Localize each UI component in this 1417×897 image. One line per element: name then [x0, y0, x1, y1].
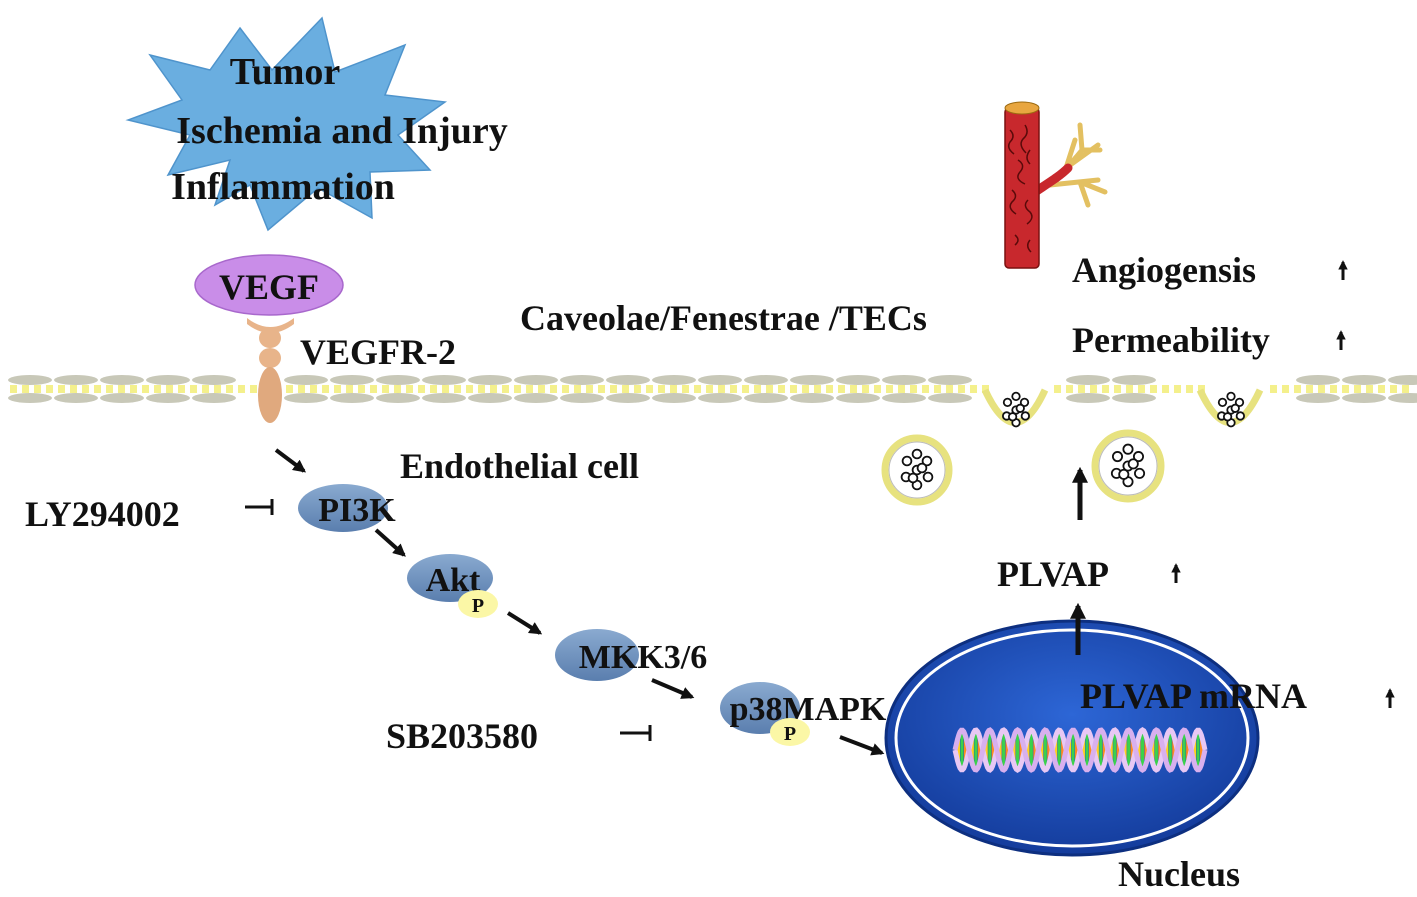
inhibitor-sb203580: SB203580 [386, 716, 652, 756]
vessel-top [1004, 101, 1040, 115]
akt-ellipse [407, 554, 493, 602]
cell-membrane [8, 375, 1417, 403]
kinase-p38mapk: p38MAPK P [720, 682, 887, 746]
p38-phospho-label: P [784, 723, 796, 745]
caveola-pit-1 [981, 388, 1049, 428]
vesicle-left [881, 434, 953, 506]
receptor-bead-1 [259, 328, 281, 348]
vegfr2-receptor: VEGFR-2 [247, 318, 456, 423]
vessel-tube [1004, 107, 1040, 269]
arrow-receptor-to-pi3k [274, 448, 307, 473]
sb203580-label: SB203580 [386, 716, 538, 756]
arrow-mkk-to-p38 [651, 678, 695, 699]
plvap-label: PLVAP [997, 554, 1109, 594]
arrow-p38-to-nucleus [839, 735, 885, 756]
pi3k-ellipse [298, 484, 388, 532]
inhibitor-ly294002: LY294002 [25, 494, 274, 534]
arrow-pi3k-to-akt [374, 528, 406, 557]
effect-permeability-label: Permeability [1072, 320, 1270, 360]
nucleus [884, 619, 1260, 857]
kinase-mkk36: MKK3/6 [555, 629, 707, 681]
vegfr2-label: VEGFR-2 [300, 332, 456, 372]
stimulus-burst: Tumor Ischemia and Injury Inflammation [125, 16, 508, 232]
akt-phospho-badge [458, 590, 498, 618]
membrane-label: Caveolae/Fenestrae /TECs [520, 298, 927, 338]
nucleus-inner-ring [894, 628, 1250, 848]
stimulus-line-2: Ischemia and Injury [176, 110, 508, 152]
kinase-akt: Akt P [407, 554, 498, 618]
effect-angiogenesis: Angiogensis [1072, 250, 1348, 290]
pi3k-label: PI3K [318, 492, 396, 529]
blood-vessel-icon [1004, 101, 1108, 269]
vegf-label: VEGF [219, 267, 319, 307]
ly294002-label: LY294002 [25, 494, 180, 534]
vessel-branch [1037, 122, 1108, 208]
caveola-pit-2 [1196, 388, 1264, 428]
vegf-ellipse [194, 254, 344, 316]
p38mapk-label: p38MAPK [730, 691, 887, 728]
mkk36-label: MKK3/6 [579, 639, 707, 676]
endothelial-cell-label: Endothelial cell [400, 446, 639, 486]
product-plvap: PLVAP [997, 554, 1181, 594]
dna-helix [952, 727, 1208, 773]
vesicle-right [1091, 429, 1165, 503]
plvap-mrna-label: PLVAP mRNA [1080, 676, 1307, 716]
p38-phospho-badge [770, 718, 810, 746]
effect-permeability: Permeability [1072, 320, 1346, 360]
kinase-pi3k: PI3K [298, 484, 396, 532]
stimulus-line-1: Tumor [230, 51, 341, 93]
product-plvap-mrna: PLVAP mRNA [1080, 676, 1395, 716]
nucleus-label: Nucleus [1118, 854, 1240, 894]
vegf-ligand: VEGF [194, 254, 344, 316]
arrow-akt-to-mkk [506, 611, 543, 635]
stimulus-line-3: Inflammation [171, 166, 395, 208]
receptor-stem [258, 367, 282, 423]
mkk36-ellipse [555, 629, 639, 681]
akt-phospho-label: P [472, 595, 484, 617]
receptor-bead-2 [259, 348, 281, 368]
effect-angiogenesis-label: Angiogensis [1072, 250, 1256, 290]
burst-shape [125, 16, 448, 232]
receptor-cup [247, 318, 294, 333]
